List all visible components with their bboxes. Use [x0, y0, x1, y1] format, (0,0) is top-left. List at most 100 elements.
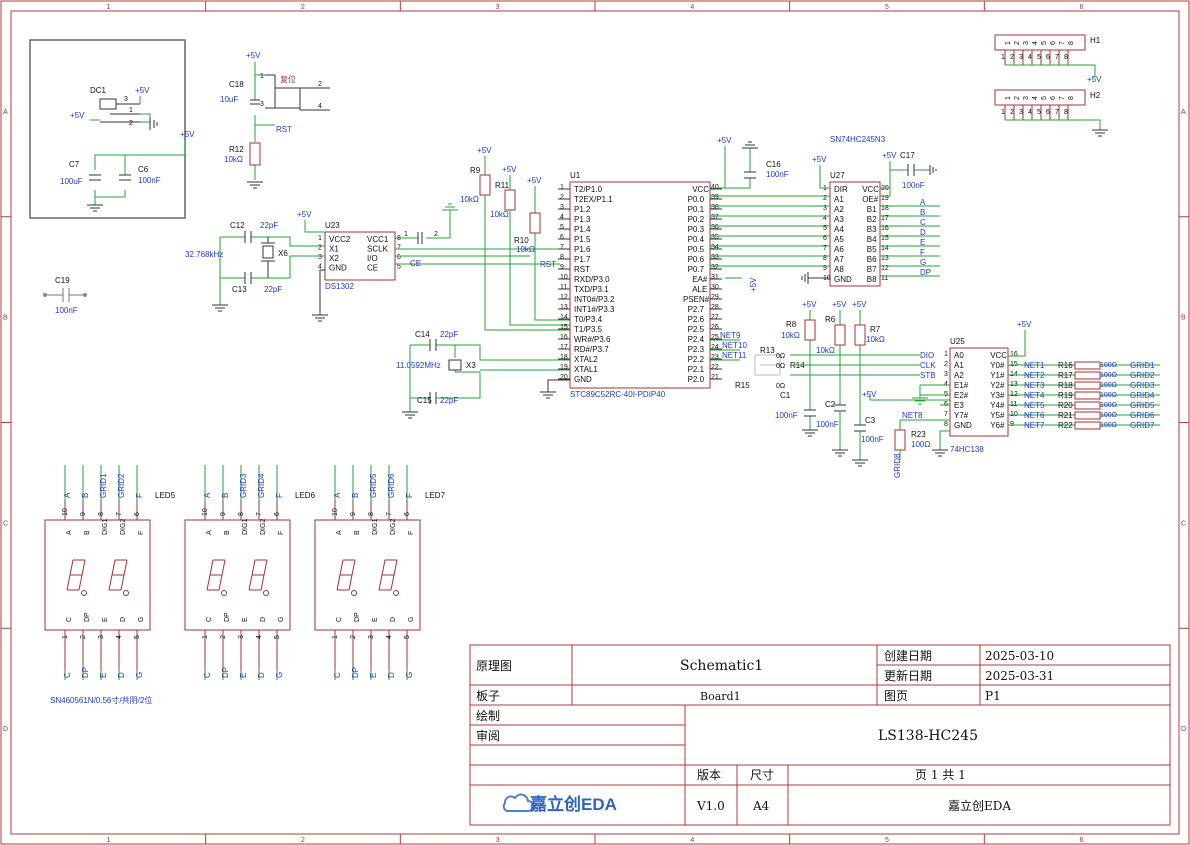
svg-text:4: 4	[386, 635, 393, 639]
svg-text:STB: STB	[920, 371, 936, 380]
led-top-net: GRID3	[239, 473, 248, 498]
net-label-d: D	[920, 228, 926, 237]
frame-col-bottom-4: 4	[690, 837, 694, 844]
net-label-grid1: GRID1	[1130, 361, 1155, 370]
svg-text:更新日期: 更新日期	[884, 668, 932, 683]
led-bottom-net: D	[117, 672, 126, 678]
svg-text:32.768kHz: 32.768kHz	[185, 250, 223, 259]
u1-pin-26: P2.5	[688, 325, 705, 334]
u1-pin-25: P2.4	[688, 335, 705, 344]
svg-text:+5V: +5V	[862, 390, 877, 399]
svg-text:+5V: +5V	[882, 151, 897, 160]
svg-text:7: 7	[560, 244, 564, 251]
svg-text:R6: R6	[825, 315, 836, 324]
svg-text:+5V: +5V	[812, 155, 827, 164]
net-label-grid2: GRID2	[1130, 371, 1155, 380]
svg-text:100Ω: 100Ω	[1100, 412, 1117, 419]
svg-text:GRID8: GRID8	[893, 453, 902, 478]
svg-text:100Ω: 100Ω	[1100, 362, 1117, 369]
svg-text:A: A	[66, 530, 73, 535]
svg-text:X6: X6	[278, 249, 288, 258]
svg-text:100Ω: 100Ω	[1100, 402, 1117, 409]
svg-text:+5V: +5V	[1087, 75, 1102, 84]
svg-text:CE: CE	[410, 259, 421, 268]
reset-circuit: +5V C18 10uF R12 10kΩ 1 2 3 4 复位 RST	[220, 51, 330, 189]
title-block: 原理图 Schematic1 板子 Board1 绘制 审阅 创建日期 2025…	[469, 644, 1171, 826]
svg-text:CLK: CLK	[920, 361, 936, 370]
led-top-net: GRID5	[369, 473, 378, 498]
svg-text:DIG2: DIG2	[120, 519, 127, 535]
led-top-net: GRID4	[257, 473, 266, 498]
led-top-net: GRID6	[387, 473, 396, 498]
svg-text:8: 8	[1064, 54, 1068, 61]
svg-text:R15: R15	[735, 381, 750, 390]
svg-text:100Ω: 100Ω	[1100, 392, 1117, 399]
svg-text:C15: C15	[417, 396, 432, 405]
svg-text:G: G	[278, 617, 285, 622]
svg-text:R11: R11	[495, 181, 510, 190]
svg-text:5: 5	[274, 635, 281, 639]
svg-text:100nF: 100nF	[861, 435, 884, 444]
u25-pin-a2: A2	[954, 371, 964, 380]
svg-text:11: 11	[560, 284, 567, 291]
frame-row-right-B: B	[1181, 315, 1186, 322]
svg-text:17: 17	[560, 344, 568, 351]
dc-jack-dc1: DC1 3 1 2 +5V +5V	[70, 86, 158, 130]
svg-text:12: 12	[881, 265, 889, 272]
svg-text:0Ω: 0Ω	[776, 383, 785, 390]
frame-col-bottom-6: 6	[1080, 837, 1084, 844]
u27-pin-a8: A8	[834, 265, 844, 274]
h2-pin-8: 8	[1068, 96, 1075, 100]
u1-pin-37: P0.2	[688, 215, 705, 224]
net-label-grid7: GRID7	[1130, 421, 1155, 430]
svg-text:4: 4	[116, 635, 123, 639]
led-top-net: A	[333, 492, 342, 498]
u1-pin-12: INT0#/P3.2	[574, 295, 615, 304]
svg-text:4: 4	[256, 635, 263, 639]
svg-text:100nF: 100nF	[902, 181, 925, 190]
svg-text:+5V: +5V	[852, 300, 867, 309]
svg-text:16: 16	[1010, 351, 1018, 358]
svg-text:20: 20	[560, 374, 568, 381]
led-bottom-net: C	[203, 672, 212, 678]
led-bottom-net: C	[63, 672, 72, 678]
h1-pin-4: 4	[1032, 41, 1039, 45]
size-value: A4	[752, 799, 770, 813]
u23-pin-gnd: GND	[329, 264, 347, 273]
led-top-net: A	[203, 492, 212, 498]
u27-pin-a7: A7	[834, 255, 844, 264]
svg-text:H2: H2	[1090, 91, 1101, 100]
u23-pin-ce: CE	[367, 264, 378, 273]
svg-text:5: 5	[1037, 109, 1041, 116]
u27-pin-b2: B2	[867, 215, 877, 224]
svg-text:页 1 共 1: 页 1 共 1	[915, 768, 966, 782]
svg-text:10: 10	[560, 274, 568, 281]
u25-pin-y4: Y4#	[990, 401, 1005, 410]
u27-pin-a2: A2	[834, 205, 844, 214]
u1-pin-23: P2.2	[688, 355, 705, 364]
svg-text:NET8: NET8	[902, 411, 923, 420]
mcu-crystal-x3: C14 22pF X3 11.0592MHz C15 22pF	[396, 330, 570, 419]
net-label-net4: NET4	[1024, 391, 1045, 400]
svg-text:审阅: 审阅	[476, 728, 500, 743]
svg-text:22pF: 22pF	[440, 396, 458, 405]
svg-text:22pF: 22pF	[260, 221, 278, 230]
svg-text:2: 2	[318, 81, 322, 88]
svg-text:2: 2	[318, 245, 322, 252]
svg-text:14: 14	[560, 314, 568, 321]
u1-pin-38: P0.1	[688, 205, 705, 214]
svg-text:100nF: 100nF	[55, 306, 78, 315]
svg-text:18: 18	[560, 354, 568, 361]
svg-text:8: 8	[823, 255, 827, 262]
u1-pin-18: XTAL2	[574, 355, 598, 364]
net-label-b: B	[920, 208, 925, 217]
seven-segment-displays: LED5AC101ACBDP92BDPGRID1E83DIG1EGRID2D74…	[44, 465, 446, 680]
u23-pin-vcc2: VCC2	[329, 235, 351, 244]
frame-col-1: 1	[106, 4, 110, 11]
svg-text:3: 3	[98, 635, 105, 639]
svg-text:22: 22	[711, 364, 719, 371]
svg-text:图页: 图页	[884, 689, 908, 703]
led-top-net: GRID1	[99, 473, 108, 498]
svg-text:36: 36	[711, 224, 719, 231]
svg-text:1: 1	[560, 184, 564, 191]
